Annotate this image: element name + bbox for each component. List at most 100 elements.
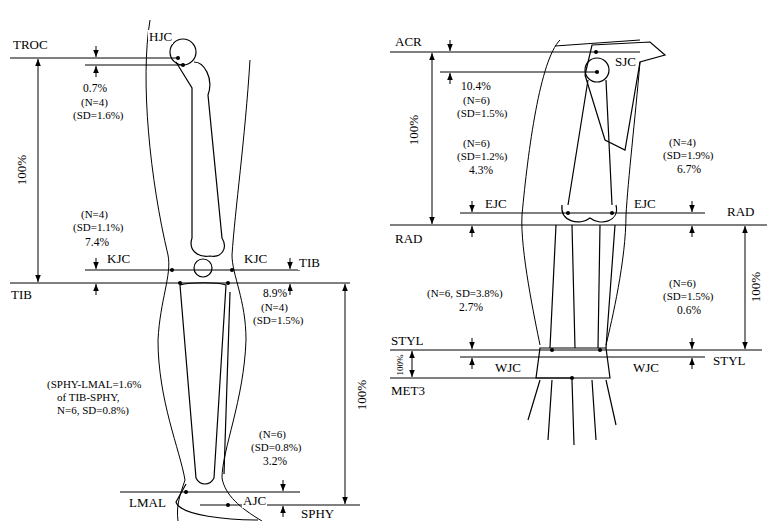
landmark-label: N=6, SD=0.8%) — [56, 404, 130, 416]
arm-skin-outline-part — [522, 40, 560, 345]
landmark-label: KJC — [243, 252, 268, 266]
landmark-label: (SD=0.8%) — [250, 441, 303, 453]
leg-reference-lines-part — [96, 66, 97, 77]
arm-reference-lines-part — [450, 73, 451, 84]
arm-reference-lines-part — [745, 226, 746, 349]
landmark-label: (SPHY-LMAL=1.6% — [46, 378, 143, 390]
landmark-label: 0.7% — [82, 82, 108, 95]
leg-bones-part — [170, 39, 196, 65]
landmark-label: SJC — [614, 55, 637, 69]
landmark-label: (SD=1.5%) — [456, 107, 509, 119]
arm-reference-lines-part — [692, 338, 693, 349]
landmark-label: (N=4) — [80, 96, 109, 108]
leg-reference-lines-part — [283, 506, 284, 517]
arm-reference-lines-part — [390, 378, 572, 379]
landmark-label: STYL — [712, 354, 747, 368]
leg-reference-lines-part — [345, 284, 346, 504]
landmark-label: RAD — [726, 205, 755, 219]
landmark-dots — [170, 50, 614, 507]
landmark-label: (N=4) — [668, 136, 697, 148]
landmark-label: 2.7% — [458, 301, 484, 314]
leg-reference-lines-part — [10, 283, 350, 284]
leg-reference-lines-part — [120, 492, 300, 493]
leg-reference-lines-part — [38, 59, 39, 282]
landmark-label: (N=6) — [462, 94, 491, 106]
leg-bones — [170, 39, 258, 520]
arm-reference-lines — [390, 40, 767, 378]
landmark-label: TIB — [298, 256, 321, 270]
landmark-label: (N=6) — [668, 277, 697, 289]
landmark-label: ACR — [394, 35, 423, 49]
landmark-label: (N=4) — [260, 301, 289, 313]
landmark-label: 7.4% — [84, 236, 110, 249]
arm-bones — [528, 40, 665, 445]
arm-reference-lines-part — [440, 72, 597, 73]
arm-reference-lines-part — [460, 213, 705, 214]
landmark-label: EJC — [633, 197, 657, 211]
landmark-label: 0.6% — [676, 304, 702, 317]
landmark-label: WJC — [494, 361, 522, 375]
arm-reference-lines-part — [692, 226, 693, 237]
leg-reference-lines — [10, 46, 360, 517]
landmark-label: MET3 — [390, 384, 426, 398]
arm-bones-part — [536, 348, 610, 378]
arm-reference-lines-part — [472, 226, 473, 237]
landmark-label: (N=4) — [80, 208, 109, 220]
leg-reference-lines-part — [200, 505, 360, 506]
arm-reference-lines-part — [692, 358, 693, 369]
arm-reference-lines-part — [412, 351, 413, 377]
landmark-label: 4.3% — [468, 164, 494, 177]
landmark-label: (SD=1.5%) — [252, 314, 305, 326]
leg-reference-lines-part — [96, 46, 97, 57]
landmark-label: 8.9% — [262, 287, 288, 300]
arm-skin-outline — [522, 40, 640, 345]
leg-reference-lines-part — [283, 480, 284, 491]
arm-reference-lines-part — [472, 338, 473, 349]
landmark-label: HJC — [148, 30, 173, 44]
leg-reference-lines-part — [290, 284, 291, 295]
leg-reference-lines-part — [290, 258, 291, 269]
leg-bones-part — [180, 283, 226, 484]
arm-reference-lines-part — [692, 201, 693, 212]
arm-reference-lines-part — [450, 40, 451, 51]
landmark-label: of TIB-SPHY, — [56, 391, 121, 403]
arm-reference-lines-part — [472, 201, 473, 212]
landmark-label: 3.2% — [262, 455, 288, 468]
landmark-label: EJC — [484, 197, 508, 211]
leg-reference-lines-part — [85, 270, 300, 271]
arm-bones-part — [528, 380, 616, 445]
leg-bones-part — [176, 62, 224, 256]
arm-bones-part — [585, 58, 609, 82]
arm-reference-lines-part — [390, 225, 767, 226]
landmark-label: 10.4% — [460, 80, 492, 93]
landmark-label: KJC — [106, 252, 131, 266]
dimension-label: 100% — [15, 154, 29, 186]
landmark-label: 6.7% — [676, 163, 702, 176]
arm-bones-part — [585, 42, 665, 150]
landmark-label: TROC — [12, 38, 49, 52]
landmark-label: TIB — [10, 288, 33, 302]
arm-reference-lines-part — [472, 358, 473, 369]
landmark-label: (SD=1.6%) — [72, 109, 125, 121]
landmark-label: (SD=1.1%) — [72, 221, 125, 233]
landmark-label: WJC — [632, 361, 660, 375]
arm-reference-lines-part — [390, 350, 762, 351]
dimension-label: 100% — [355, 379, 369, 411]
landmark-label: SPHY — [300, 507, 335, 521]
landmark-label: RAD — [394, 232, 423, 246]
dimension-label: 100% — [395, 353, 405, 376]
landmark-label: STYL — [390, 334, 425, 348]
landmark-label: AJC — [242, 494, 267, 508]
dimension-label: 100% — [407, 114, 421, 146]
landmark-label: (N=6) — [258, 428, 287, 440]
leg-bones-part — [224, 292, 230, 474]
leg-reference-lines-part — [85, 65, 183, 66]
landmark-label: (N=6) — [462, 137, 491, 149]
dimension-label: 100% — [749, 271, 763, 303]
landmark-label: (SD=1.9%) — [662, 149, 715, 161]
landmark-label: (SD=1.5%) — [662, 290, 715, 302]
arm-reference-lines-part — [460, 357, 705, 358]
leg-reference-lines-part — [96, 284, 97, 295]
landmark-label: (N=6, SD=3.8%) — [426, 287, 504, 299]
